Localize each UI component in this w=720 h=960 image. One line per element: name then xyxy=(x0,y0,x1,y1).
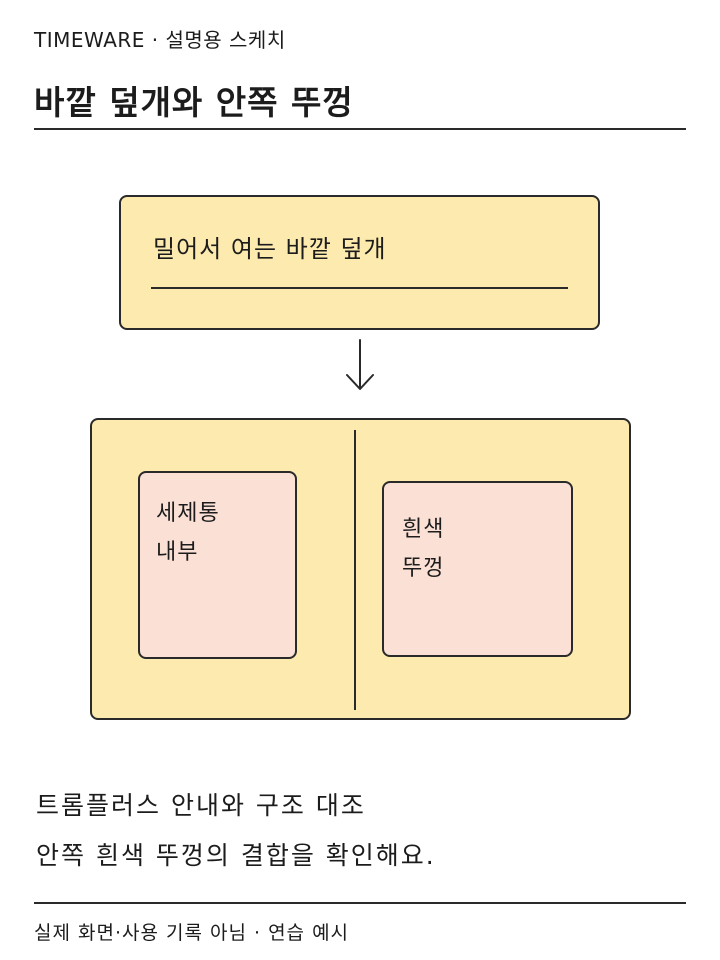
drawer-interior-panel: 세제통 내부 xyxy=(138,471,297,659)
white-cap-line-2: 뚜껑 xyxy=(402,555,445,581)
outer-lid-box: 밀어서 여는 바깥 덮개 xyxy=(119,195,600,330)
white-cap-panel: 흰색 뚜껑 xyxy=(382,481,573,657)
outer-lid-underline xyxy=(151,287,568,289)
center-divider xyxy=(354,430,356,710)
outer-lid-label: 밀어서 여는 바깥 덮개 xyxy=(153,235,387,263)
bottom-divider xyxy=(34,902,686,904)
page-title: 바깥 덮개와 안쪽 뚜껑 xyxy=(34,83,354,122)
caption-line-2: 안쪽 흰색 뚜껑의 결합을 확인해요. xyxy=(36,841,436,870)
drawer-interior-line-1: 세제통 xyxy=(156,501,220,526)
drawer-interior-line-2: 내부 xyxy=(156,539,199,565)
footer-note: 실제 화면·사용 기록 아님 · 연습 예시 xyxy=(34,922,350,944)
caption-line-1: 트롬플러스 안내와 구조 대조 xyxy=(36,791,366,820)
top-divider xyxy=(34,128,686,130)
header-kicker: TIMEWARE · 설명용 스케치 xyxy=(34,28,286,52)
detergent-drawer-box: 세제통 내부 흰색 뚜껑 xyxy=(90,418,631,720)
white-cap-line-1: 흰색 xyxy=(402,517,445,542)
down-arrow-icon xyxy=(346,339,374,390)
